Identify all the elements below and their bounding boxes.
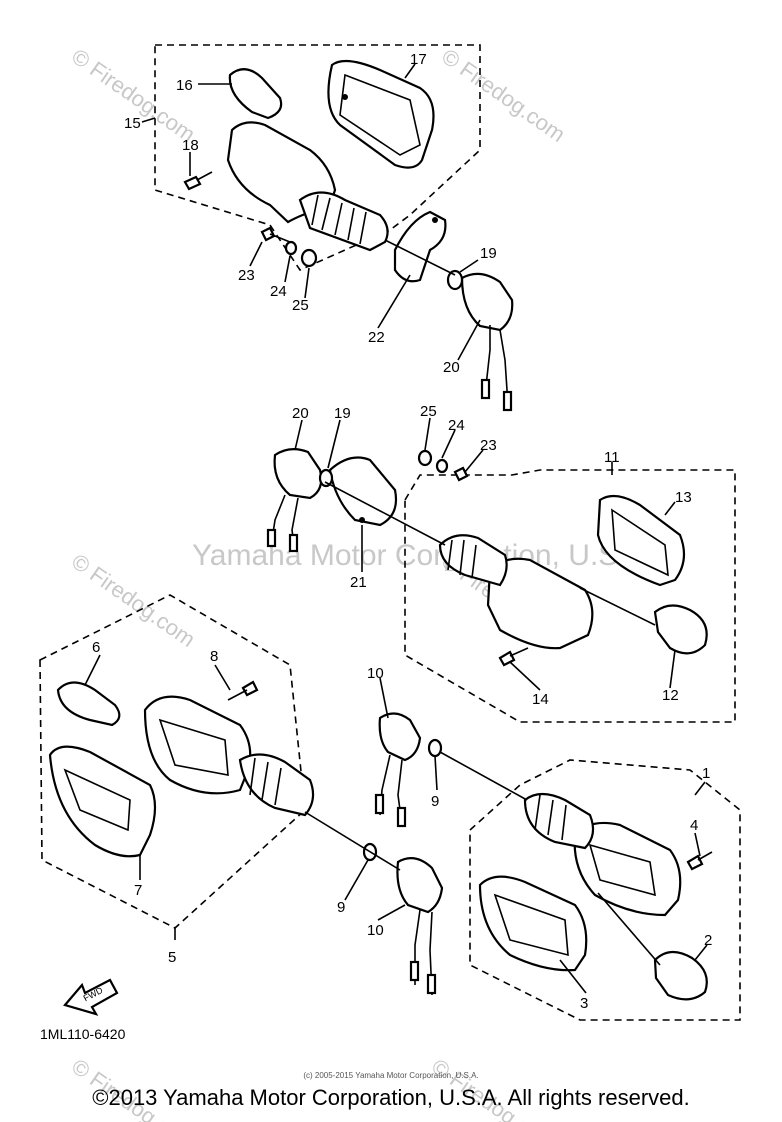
callout-23-b: 23	[480, 437, 497, 454]
bulb-6	[56, 681, 121, 727]
bolt-set-mid	[417, 449, 469, 482]
copyright-notice: ©2013 Yamaha Motor Corporation, U.S.A. A…	[92, 1085, 690, 1110]
callout-19-b: 19	[334, 405, 351, 422]
callout-7: 7	[134, 882, 142, 899]
callout-17: 17	[410, 51, 427, 68]
assembly-1	[374, 712, 741, 1021]
housing-11	[438, 534, 594, 650]
callout-13: 13	[675, 489, 692, 506]
callout-25-b: 25	[420, 403, 437, 420]
callout-24-b: 24	[448, 417, 465, 434]
housing-5	[143, 695, 315, 817]
assembly-15	[154, 44, 514, 412]
callout-5: 5	[168, 949, 176, 966]
callout-19-a: 19	[480, 245, 497, 262]
callout-25-a: 25	[292, 297, 309, 314]
grommet-10-upper	[374, 712, 422, 828]
bulb-2	[653, 950, 708, 1001]
callout-1: 1	[702, 765, 710, 782]
assembly-5	[39, 594, 444, 996]
lens-17	[327, 59, 435, 169]
screw-4	[686, 851, 713, 871]
housing-15	[226, 121, 389, 252]
group-outline-11	[404, 469, 736, 723]
callout-20-a: 20	[443, 359, 460, 376]
callout-14: 14	[532, 691, 549, 708]
bracket-21	[328, 456, 398, 527]
small-copyright: (c) 2005-2015 Yamaha Motor Corporation, …	[303, 1071, 479, 1080]
fwd-arrow-icon: FWD	[63, 978, 119, 1016]
group-outline-5	[39, 594, 306, 929]
callout-18: 18	[182, 137, 199, 154]
group-outline-1	[469, 759, 741, 1021]
screw-14	[498, 647, 529, 667]
wire-right	[439, 751, 528, 801]
callout-labels: 1 2 3 4 5 6 7 8 9 9 10 10 11 12 13 14 15…	[92, 51, 712, 1012]
watermark-firedog-2: © Firedog.com	[437, 44, 570, 147]
lens-7	[48, 745, 157, 858]
watermark-center: Yamaha Motor Corporation, U.S.A.	[192, 539, 655, 572]
callout-2: 2	[704, 932, 712, 949]
wire-left	[304, 811, 401, 871]
callout-12: 12	[662, 687, 679, 704]
assembly-11	[266, 448, 736, 723]
grommet-20-top	[460, 272, 514, 412]
group-outline-15	[154, 44, 481, 272]
callout-4: 4	[690, 817, 698, 834]
bulb-16	[228, 68, 283, 120]
bracket-22	[393, 210, 447, 283]
callout-20-b: 20	[292, 405, 309, 422]
diagram-code: 1ML110-6420	[40, 1026, 126, 1042]
lens-3	[478, 875, 588, 972]
callout-10-a: 10	[367, 665, 384, 682]
callout-6: 6	[92, 639, 100, 656]
callout-24-a: 24	[270, 283, 287, 300]
grommet-10-lower	[396, 857, 444, 996]
callout-9-b: 9	[337, 899, 345, 916]
callout-22: 22	[368, 329, 385, 346]
lens-13	[596, 494, 686, 587]
leader-lines	[84, 63, 708, 994]
screw-8	[227, 680, 259, 701]
screw-18	[183, 171, 213, 191]
wire-mid	[324, 481, 446, 546]
callout-23-a: 23	[238, 267, 255, 284]
callout-16: 16	[176, 77, 193, 94]
callout-3: 3	[580, 995, 588, 1012]
bolt-set-top	[260, 226, 318, 268]
callout-15: 15	[124, 115, 141, 132]
bulb-12	[653, 604, 708, 655]
callout-21: 21	[350, 574, 367, 591]
grommet-20-mid	[266, 448, 323, 553]
nut-19-mid	[318, 468, 334, 488]
callout-10-b: 10	[367, 922, 384, 939]
housing-1	[523, 792, 682, 917]
nut-19-top	[446, 269, 464, 291]
nut-9-upper	[427, 738, 443, 758]
wire-top	[384, 239, 456, 276]
callout-9-a: 9	[431, 793, 439, 810]
callout-8: 8	[210, 648, 218, 665]
callout-11: 11	[604, 449, 620, 466]
